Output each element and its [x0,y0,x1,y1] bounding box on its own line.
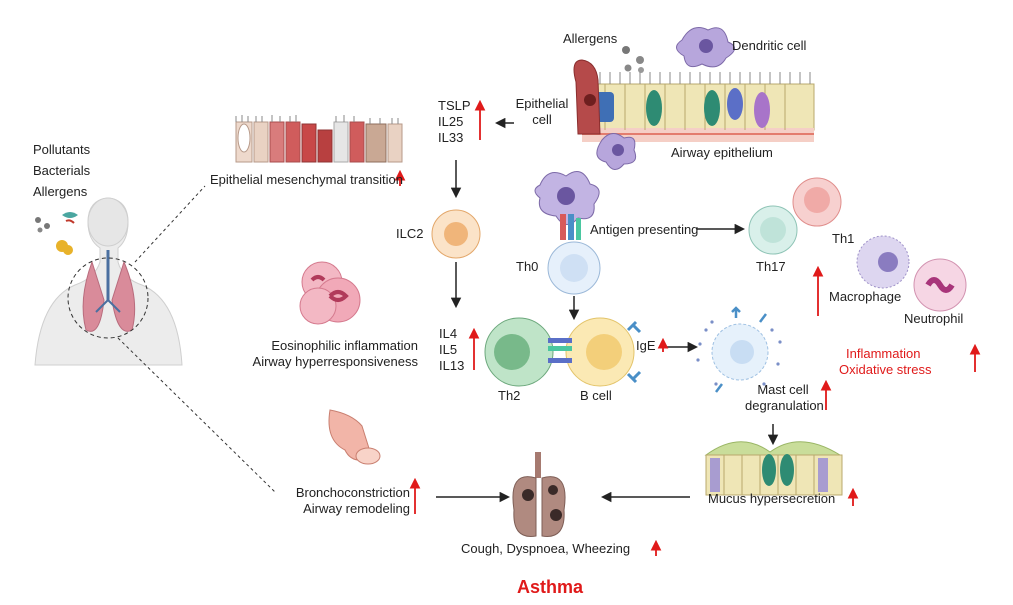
trigger-bacterials: Bacterials [33,163,91,178]
trigger-allergens: Allergens [33,184,88,199]
macrophage-icon [856,235,910,289]
cytokine-il4: IL4 [439,326,458,341]
b-cell-icon [565,317,635,387]
bronchoconstriction-label: Bronchoconstriction [295,485,410,500]
th17-label: Th17 [756,259,786,274]
asthmatic-lungs-icon [512,452,566,537]
eosinophilic-inflammation-label: Eosinophilic inflammation [271,338,418,353]
th17-cell-icon [748,205,798,255]
th2-cell-icon [484,317,554,387]
mast-cell-icon [696,306,782,393]
zoom-line-lower [117,337,276,493]
oxidative-stress-label: Oxidative stress [839,362,932,377]
ilc2-label: ILC2 [396,226,424,241]
diagram-title: Asthma [517,577,584,597]
airway-remodeling-label: Airway remodeling [303,501,410,516]
antigen-presenting-label: Antigen presenting [590,222,699,237]
ige-label: IgE [636,338,656,353]
airway-epithelium-label: Airway epithelium [671,145,773,160]
th0-label: Th0 [516,259,539,274]
allergen-particles-icon [622,46,644,73]
cytokine-il13: IL13 [439,358,465,373]
mast-cell-label: Mast cell [757,382,809,397]
increase-arrows [394,99,981,556]
symptoms-label: Cough, Dyspnoea, Wheezing [461,541,631,556]
emt-epithelium-icon [235,115,403,163]
antigen-presenting-cell-icon [534,171,600,240]
neutrophil-icon [913,258,967,312]
eosinophil-cells-icon [299,261,361,325]
macrophage-label: Macrophage [829,289,902,304]
th1-cell-icon [792,177,842,227]
dendritic-cell-label: Dendritic cell [732,38,807,53]
bronchus-icon [328,409,381,465]
zoom-line-upper [134,185,206,263]
epithelial-cell-label: Epithelial cell [515,96,569,127]
mucus-epithelium-icon [704,441,843,496]
human-figure-icon [34,197,183,366]
cytokine-il25: IL25 [438,114,464,129]
airway-hyperresponsiveness-label: Airway hyperresponsiveness [252,354,418,369]
th1-label: Th1 [832,231,855,246]
b-cell-label: B cell [580,388,612,403]
emt-label: Epithelial mesenchymal transition [210,172,403,187]
th2-label: Th2 [498,388,521,403]
pathway-arrows [436,117,779,503]
trigger-pollutants: Pollutants [33,142,91,157]
degranulation-label: degranulation [745,398,824,413]
mucus-hypersecretion-label: Mucus hypersecretion [708,491,836,506]
airway-epithelium-icon [573,59,815,142]
inflammation-label: Inflammation [846,346,921,361]
th0-cell-icon [547,241,601,295]
cytokine-il33: IL33 [438,130,464,145]
dendritic-cell-icon [676,27,735,68]
neutrophil-label: Neutrophil [904,311,964,326]
pollutant-particles-icon [35,212,78,255]
cytokine-il5: IL5 [439,342,458,357]
dendritic-cell-lower-icon [596,133,637,170]
cell-receptors-icon [548,320,642,384]
ilc2-cell-icon [431,209,481,259]
cytokine-tslp: TSLP [438,98,471,113]
allergens-label: Allergens [563,31,618,46]
